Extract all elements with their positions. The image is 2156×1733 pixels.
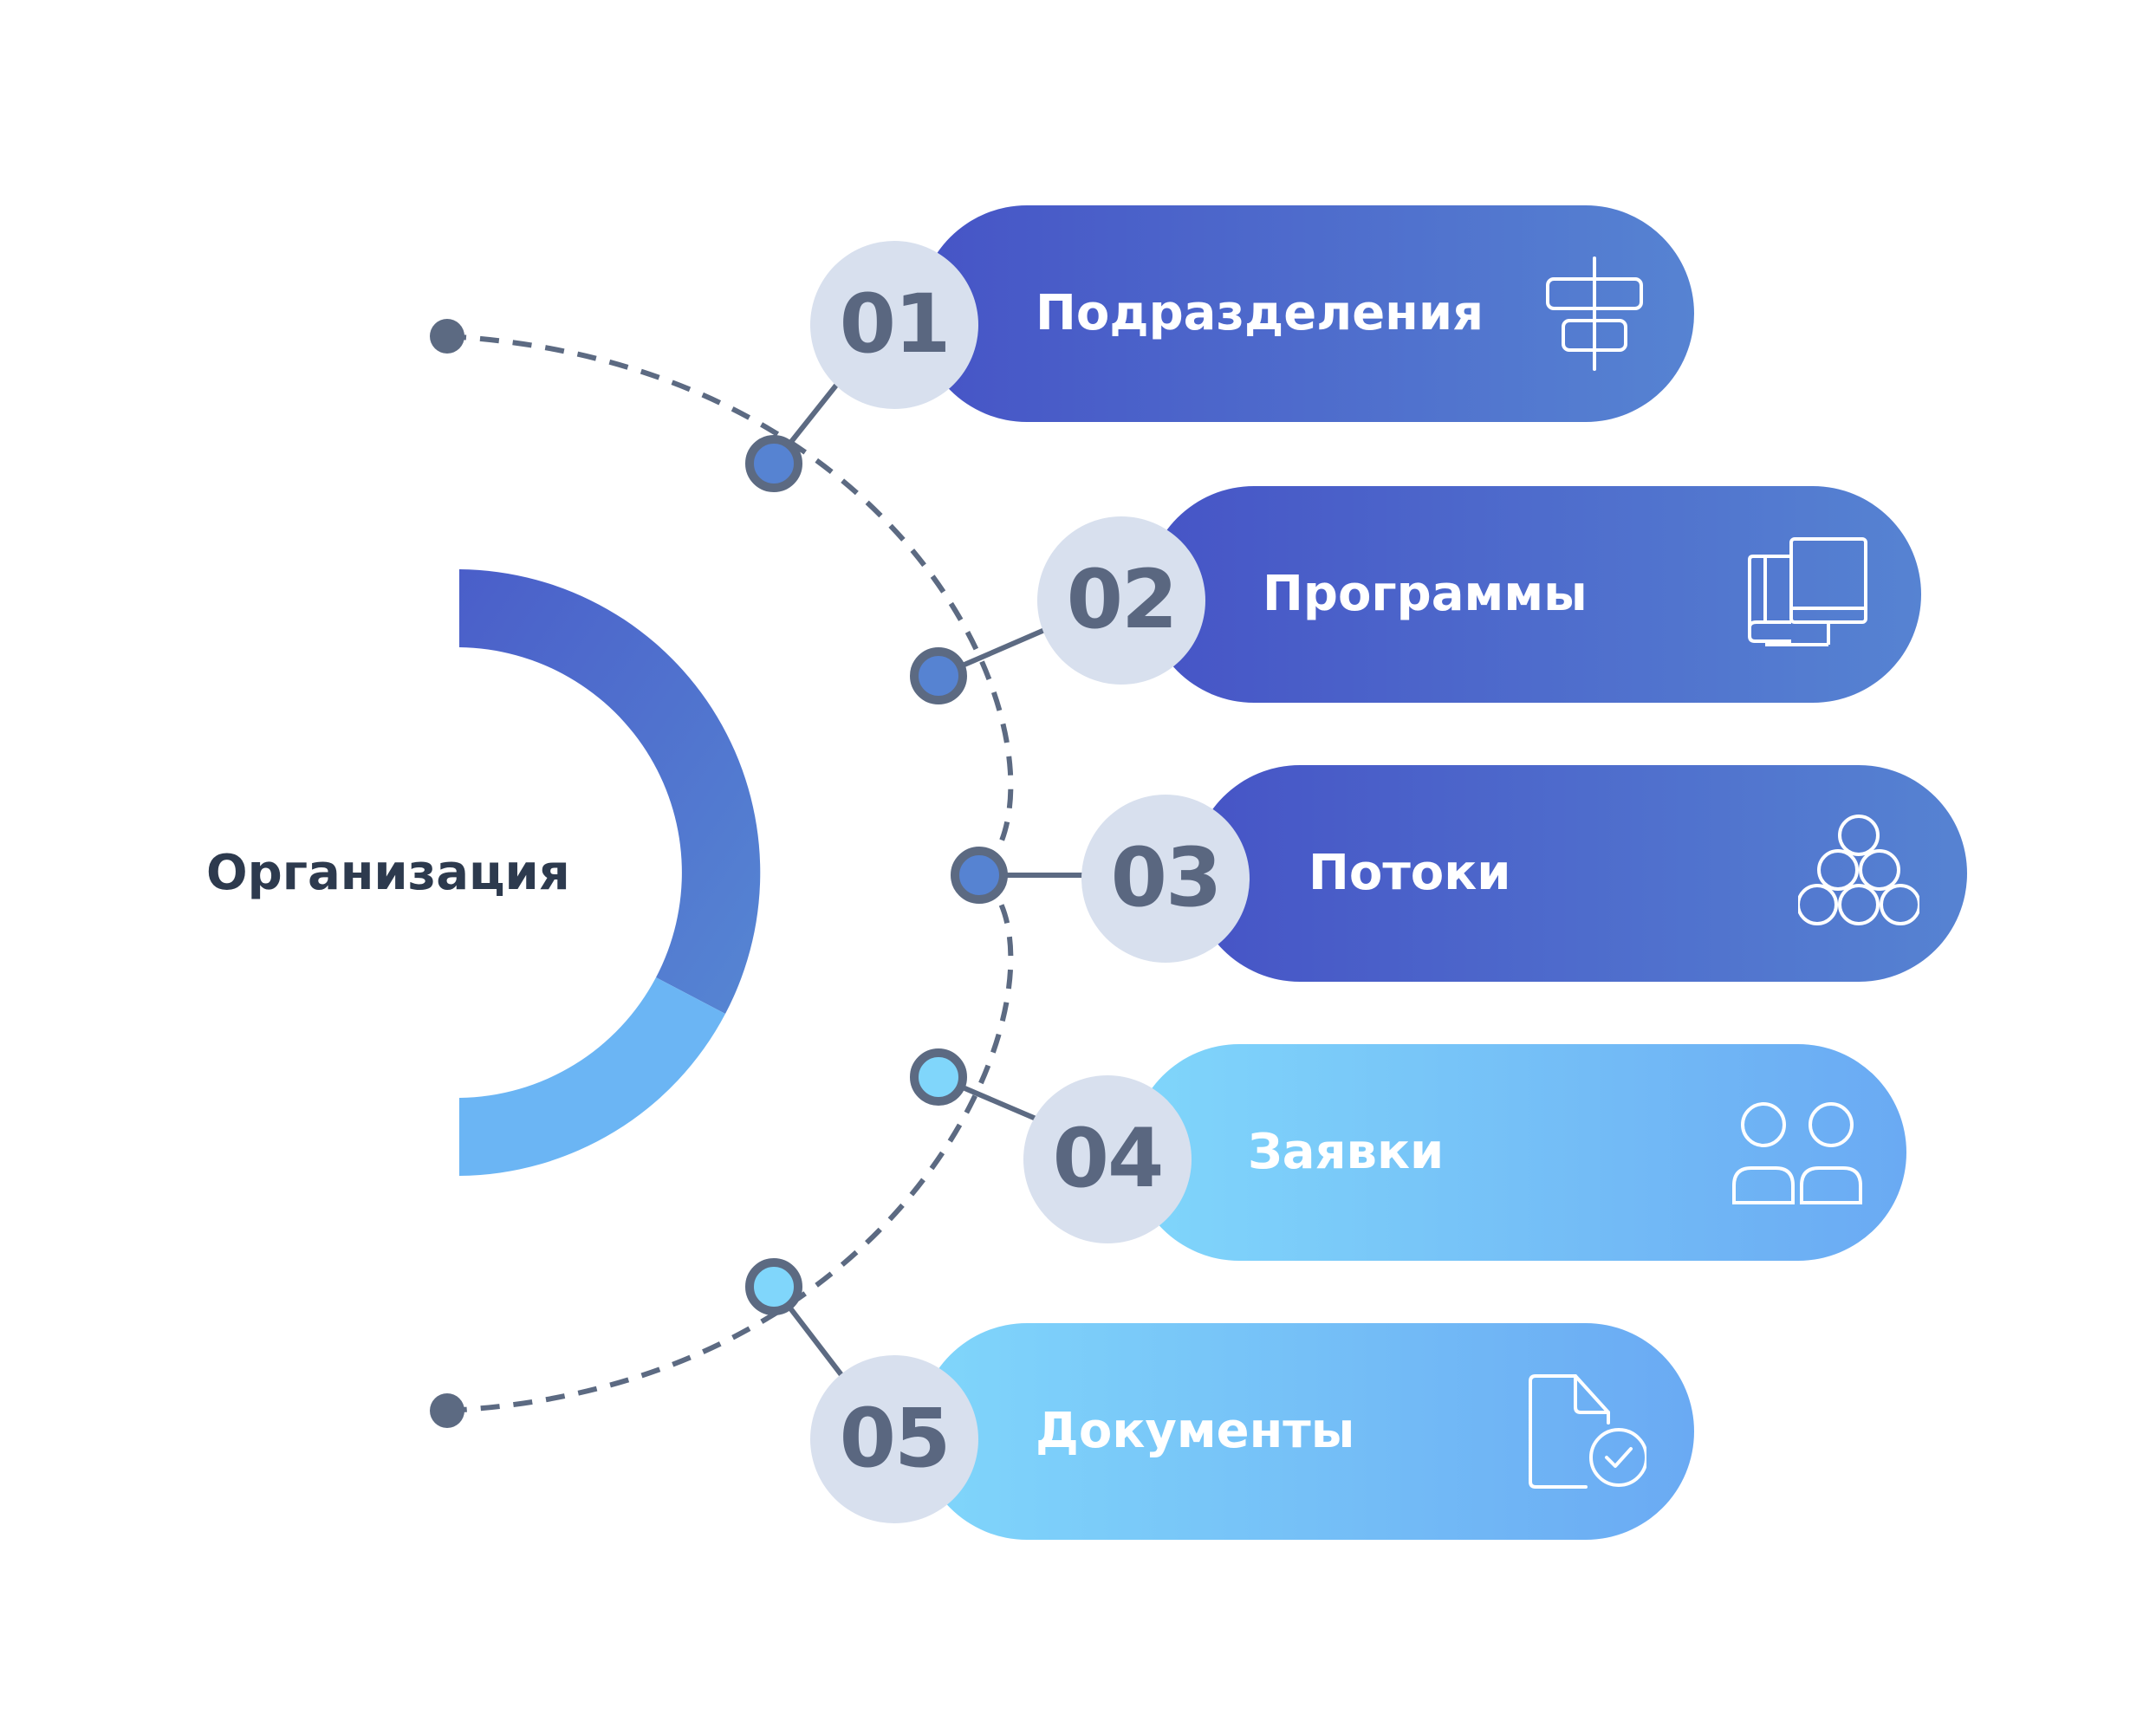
item-04-label: Заявки [1248, 1124, 1445, 1180]
item-03-label: Потоки [1309, 845, 1511, 901]
item-01[interactable]: Подразделения [919, 205, 1694, 422]
item-04-number: 04 [1023, 1075, 1192, 1243]
node-05 [745, 1258, 802, 1315]
arc-light-segment [459, 977, 725, 1176]
node-02 [910, 647, 967, 704]
arc-dark-segment [459, 569, 761, 1014]
dashed-arc [446, 334, 1014, 1413]
item-03[interactable]: Потоки [1192, 765, 1967, 982]
arc-end-dot-top [430, 319, 464, 354]
node-04 [910, 1048, 967, 1106]
item-03-pill [1192, 765, 1967, 982]
books-monitor-icon [1748, 537, 1867, 646]
item-01-number: 01 [810, 241, 978, 409]
item-02[interactable]: Программы [1146, 486, 1921, 703]
item-03-number: 03 [1081, 795, 1250, 963]
node-03 [951, 847, 1008, 904]
item-05-pill [919, 1323, 1694, 1540]
item-02-label: Программы [1263, 566, 1588, 622]
users-icon [1732, 1102, 1862, 1204]
alignment-icon [1546, 256, 1643, 371]
item-04[interactable]: Заявки [1131, 1044, 1906, 1261]
item-02-number: 02 [1037, 516, 1205, 685]
center-label: Организация [206, 845, 570, 901]
item-01-label: Подразделения [1036, 285, 1484, 341]
node-01 [745, 435, 802, 492]
circles-pyramid-icon [1798, 815, 1919, 925]
item-04-pill [1131, 1044, 1906, 1261]
item-05-number: 05 [810, 1355, 978, 1523]
item-05[interactable]: Документы [919, 1323, 1694, 1540]
document-check-icon [1529, 1374, 1646, 1489]
item-05-label: Документы [1036, 1403, 1355, 1459]
arc-end-dot-bottom [430, 1393, 464, 1428]
item-01-pill [919, 205, 1694, 422]
